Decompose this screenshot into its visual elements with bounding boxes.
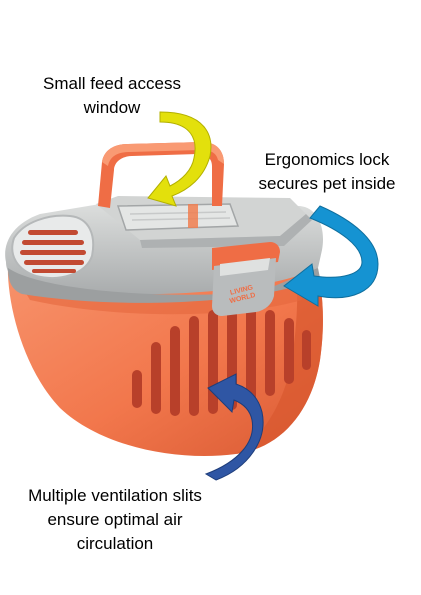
- feed-window-arrow: [147, 111, 212, 207]
- callout-vent-line-2: ensure optimal air: [47, 510, 183, 529]
- callout-feed-line-1: Small feed access: [43, 74, 181, 93]
- callout-feed-line-2: window: [83, 98, 141, 117]
- side-vent-grille: [11, 214, 95, 279]
- feed-access-window: [116, 203, 240, 231]
- callout-vent-line-3: circulation: [76, 534, 154, 553]
- lock-arrow: [283, 205, 379, 307]
- callout-lock: Ergonomics lock secures pet inside: [236, 148, 418, 196]
- callout-vent-line-1: Multiple ventilation slits: [28, 486, 202, 505]
- ventilation-arrow: [204, 373, 264, 481]
- callout-lock-line-2: secures pet inside: [258, 174, 396, 193]
- callout-feed-window: Small feed access window: [22, 72, 202, 120]
- callout-ventilation: Multiple ventilation slits ensure optima…: [0, 484, 230, 556]
- callout-lock-line-1: Ergonomics lock: [264, 150, 390, 169]
- ergonomic-lock-clip: LIVING WORLD: [212, 242, 280, 316]
